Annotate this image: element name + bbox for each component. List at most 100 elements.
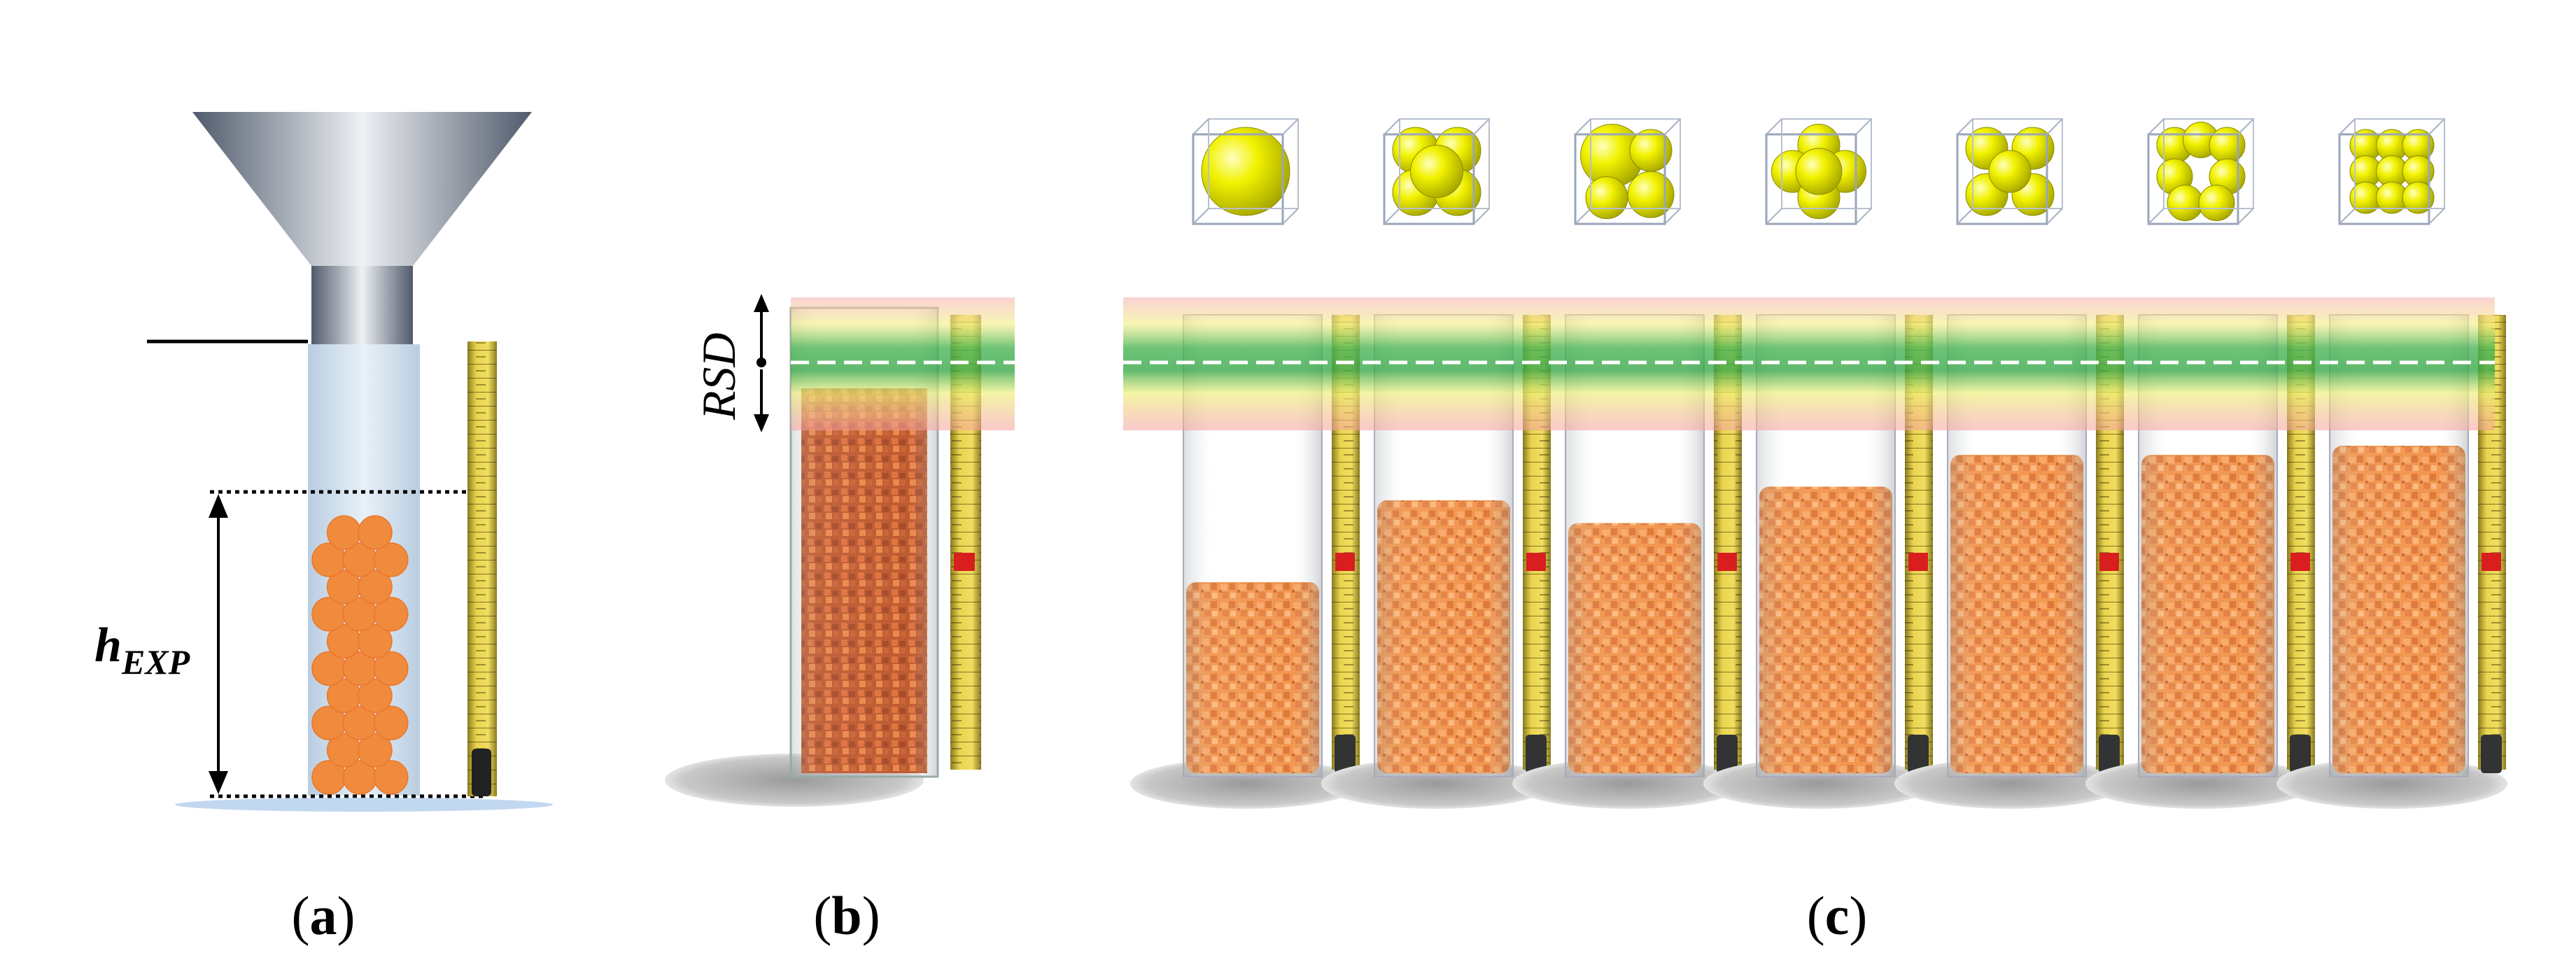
sphere-particle [374,705,409,740]
packing-cell-series [1192,118,2445,225]
tape-marker [2482,553,2501,571]
cell-frame-edge [1664,118,1681,135]
packing-sphere [2198,185,2235,221]
cell-frame-edge [1192,118,1209,135]
packing-cell [1574,118,1681,225]
tape-marker [1717,553,1737,571]
packing-cell [2338,118,2445,225]
cell-frame-edge [2046,118,2063,135]
cell-frame-back [1781,118,1872,209]
packing-sphere [1201,127,1290,216]
cell-frame-edge [1282,208,1299,225]
cell-frame-edge [2428,118,2445,135]
height-arrow-head-top [209,494,228,518]
tape-clip [2481,735,2502,773]
sphere-particle [374,760,409,795]
cell-frame-edge [1192,208,1209,225]
cell-frame-edge [1664,208,1681,225]
panel-a: hEXP [94,112,553,812]
panel-c [1123,118,2507,809]
packing-cell [2147,118,2254,225]
funnel-cone [192,112,532,266]
cell-frame-front [1956,133,2048,225]
cell-frame-front [1574,133,1666,225]
sphere-particle [358,733,393,768]
cell-frame-edge [1384,118,1400,135]
cell-frame-edge [2046,208,2063,225]
rsd-label: RSD [692,332,745,421]
tape-clip [472,749,491,796]
cell-frame-edge [2148,118,2165,135]
packing-sphere [1988,150,2032,193]
cell-frame-edge [1282,118,1299,135]
cell-frame-edge [1575,208,1591,225]
rsd-mean-dot [756,358,766,367]
tape-clip [1335,735,1356,773]
packing-cell [1383,118,1490,225]
cell-frame-edge [1473,118,1490,135]
cell-frame-edge [2428,208,2445,225]
cell-frame-front [1765,133,1857,225]
base-shadow [175,798,553,812]
sphere-particle [358,623,393,659]
packed-spheres [311,515,409,795]
cell-frame-edge [1855,118,1872,135]
packing-sphere [2167,185,2204,221]
tape-clip [2099,735,2120,773]
cell-frame-edge [1957,118,1973,135]
cell-frame-front [1383,133,1475,225]
height-label: hEXP [94,619,190,682]
funnel-spout [311,266,413,344]
sphere-particle [374,596,409,632]
caption-c: (c) [1807,885,1868,946]
sphere-particle [358,678,393,714]
cell-frame-back [2163,118,2254,209]
tape-marker [1335,553,1355,571]
cell-frame-edge [2339,208,2356,225]
cell-frame-back [1208,118,1299,209]
caption-b: (b) [813,885,880,946]
packing-cell [1192,118,1299,225]
packing-sphere [1795,148,1843,195]
cell-frame-edge [1855,208,1872,225]
tape-clip [1526,735,1547,773]
tape-marker [1908,553,1928,571]
cell-frame-edge [2339,118,2356,135]
tape-clip [1908,735,1929,773]
tape-marker [1526,553,1546,571]
cell-frame-edge [1575,118,1591,135]
packing-cell [1956,118,2063,225]
rsd-band-c [1123,297,2495,430]
cell-frame-edge [1384,208,1400,225]
cell-frame-back [2354,118,2445,209]
cell-frame-edge [1766,208,1782,225]
packing-sphere [1585,176,1628,219]
height-arrow-head-bottom [209,771,228,794]
cell-frame-back [1399,118,1490,209]
packing-cell [1765,118,1872,225]
cell-frame-back [1590,118,1681,209]
packing-sphere [1627,171,1675,218]
cell-frame-edge [1473,208,1490,225]
sphere-particle [326,515,362,550]
cell-frame-edge [2237,208,2254,225]
cell-frame-edge [2148,208,2165,225]
sphere-particle [374,651,409,686]
tape-clip [2290,735,2311,773]
packing-sphere [2402,181,2435,214]
panel-b: RSD [665,294,1015,807]
cell-frame-back [1972,118,2063,209]
sphere-particle [358,570,393,605]
tape-marker [2099,553,2119,571]
cell-frame-edge [1766,118,1782,135]
tape-marker [2290,553,2310,571]
packing-sphere [1410,145,1463,198]
tape-clip [1717,735,1738,773]
cell-frame-edge [1957,208,1973,225]
sphere-particle [358,515,393,550]
caption-a: (a) [292,885,356,946]
cell-frame-front [2147,133,2239,225]
cell-frame-front [1192,133,1284,225]
sphere-particle [374,542,409,577]
